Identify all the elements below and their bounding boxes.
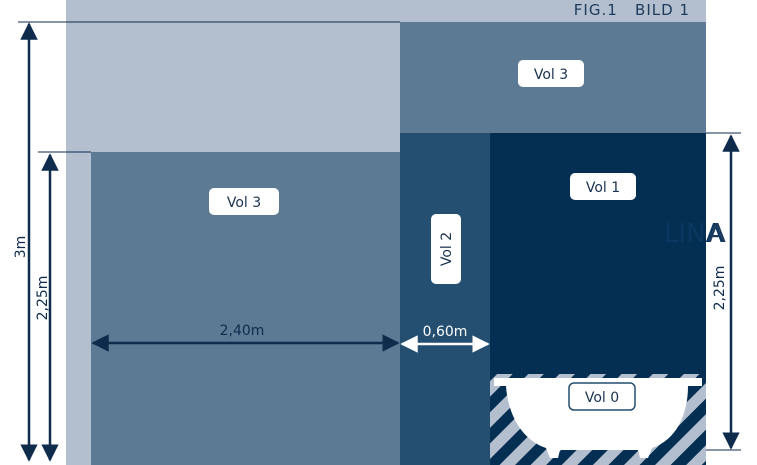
- watermark-text: LINA: [664, 219, 724, 249]
- vol2-width-label: 0,60m: [423, 324, 468, 340]
- svg-text:Vol 0: Vol 0: [585, 390, 619, 406]
- vol2-label: Vol 2: [431, 214, 461, 284]
- svg-text:Vol 2: Vol 2: [439, 232, 455, 266]
- vol3-width-label: 2,40m: [220, 323, 265, 339]
- vol2-zone: [400, 133, 490, 465]
- watermark-letter: A: [708, 219, 726, 249]
- figure-caption: FIG.1 BILD 1: [574, 1, 690, 19]
- upper-left-wall: [66, 22, 400, 152]
- svg-text:Vol 3: Vol 3: [534, 67, 568, 83]
- top-caption-band: [66, 0, 706, 22]
- total-height-label: 3m: [13, 236, 29, 259]
- svg-text:Vol 3: Vol 3: [227, 195, 261, 211]
- vol0-label: Vol 0: [568, 382, 636, 411]
- svg-text:Vol 1: Vol 1: [586, 180, 620, 196]
- bathtub-icon: [494, 378, 702, 458]
- left-height-label: 2,25m: [35, 276, 51, 321]
- left-edge-strip: [66, 152, 91, 465]
- right-height-label: 2,25m: [712, 266, 728, 311]
- vol1-label: Vol 1: [570, 173, 636, 200]
- vol1-zone: [490, 133, 706, 374]
- vol3-top-label: Vol 3: [518, 60, 584, 87]
- vol3-left-label: Vol 3: [209, 188, 279, 215]
